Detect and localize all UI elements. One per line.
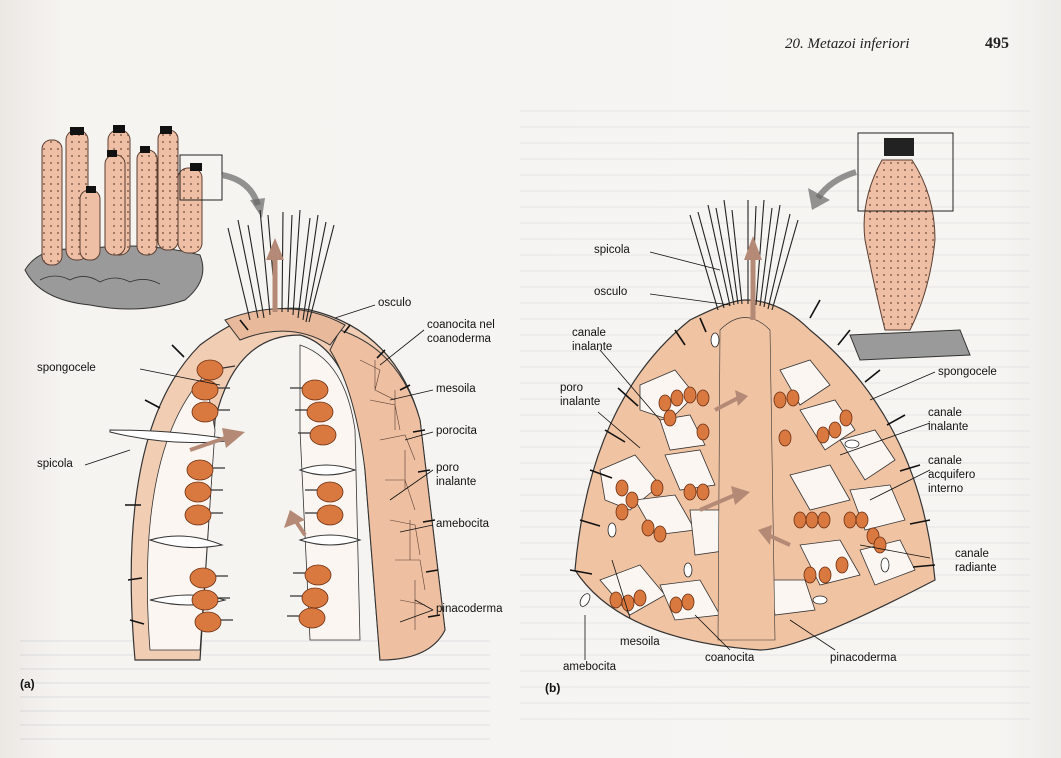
leuconoid-section [570,133,970,650]
label-porocita: porocita [436,425,477,438]
label-pinacoderma-b: pinacoderma [830,652,896,665]
label-canale-acquifero-1: canale [928,455,962,468]
label-canale-inalante-l1: canale [572,327,606,340]
label-coanocita-b: coanocita [705,652,754,665]
label-inalante: inalante [436,476,476,489]
label-amebocita-b: amebocita [563,661,616,674]
label-canale-inalante-l2: inalante [572,341,612,354]
panel-tag-a: (a) [20,677,35,691]
label-canale-inalante-r2: inalante [928,421,968,434]
colony-illustration-a [25,125,265,309]
label-poro: poro [436,462,459,475]
label-osculo-a: osculo [378,297,411,310]
label-canale-inalante-r1: canale [928,407,962,420]
label-canale-acquifero-3: interno [928,483,963,496]
label-canale-acquifero-2: acquifero [928,469,975,482]
label-spongocele-b: spongocele [938,366,997,379]
label-coanocita-nel: coanocita nel [427,319,495,332]
label-canale-radiante-1: canale [955,548,989,561]
label-spicola-b: spicola [594,244,630,257]
label-spongocele-a: spongocele [37,362,96,375]
panel-tag-b: (b) [545,681,560,695]
label-poro-inalante-l2: inalante [560,396,600,409]
label-canale-radiante-2: radiante [955,562,997,575]
label-pinacoderma-a: pinacoderma [436,603,502,616]
label-coanoderma: coanoderma [427,333,491,346]
label-poro-inalante-l1: poro [560,382,583,395]
label-mesoila-b: mesoila [620,636,660,649]
label-osculo-b: osculo [594,286,627,299]
label-mesoila-a: mesoila [436,383,476,396]
label-spicola-a: spicola [37,458,73,471]
label-amebocita-a: amebocita [436,518,489,531]
